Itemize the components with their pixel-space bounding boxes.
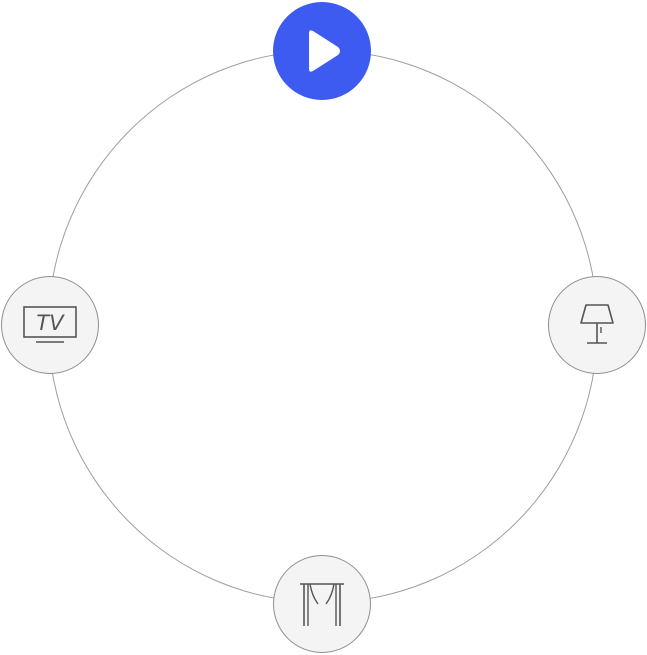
curtains-button[interactable]: [273, 555, 371, 653]
lamp-icon: [580, 304, 614, 344]
curtains-icon: [300, 583, 344, 626]
dial-ring: [48, 50, 598, 603]
lamp-button[interactable]: [548, 276, 646, 374]
tv-button[interactable]: TV: [1, 276, 99, 374]
tv-icon: TV: [23, 306, 77, 343]
play-button[interactable]: [273, 2, 371, 100]
play-icon: [309, 30, 340, 72]
tv-label: TV: [36, 311, 65, 335]
